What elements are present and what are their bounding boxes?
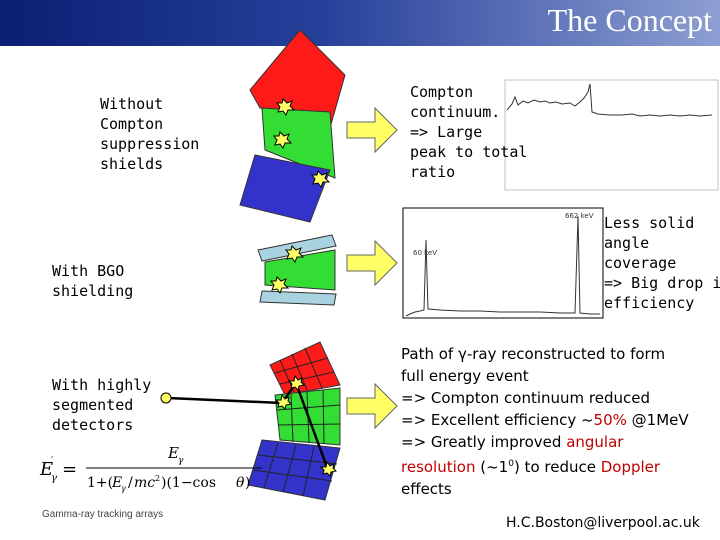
text-line: Compton	[410, 83, 474, 101]
text-line: effects	[401, 480, 452, 498]
spectrum-plot-1	[504, 79, 719, 191]
text-line: ratio	[410, 163, 456, 181]
doppler-highlight: Doppler	[600, 458, 661, 476]
blue-detector	[239, 154, 331, 223]
compton-formula: E γ ′ = E γ 1+( E γ / mc 2 )(1−cos θ )	[39, 444, 262, 493]
green-detector	[261, 107, 336, 179]
text-line: => Large	[410, 123, 483, 141]
label-line: With highly	[52, 376, 152, 394]
label-line: With BGO	[52, 262, 125, 280]
interaction-icon	[287, 374, 306, 391]
label-line: detectors	[52, 416, 134, 434]
text-line: efficiency	[604, 294, 695, 312]
svg-text:γ: γ	[51, 473, 57, 484]
text-line: resolution (~10) to reduce Doppler	[401, 453, 689, 478]
text-line: => Compton continuum reduced	[401, 389, 650, 407]
arrow-icon	[346, 239, 398, 287]
text-fragment: ) to reduce	[513, 458, 601, 476]
svg-text:1+(: 1+(	[87, 475, 113, 491]
page-title: The Concept	[547, 2, 712, 38]
text-line: continuum.	[410, 103, 501, 121]
svg-text:/: /	[128, 475, 133, 491]
label-line: Compton	[100, 115, 164, 133]
blue-detector	[247, 439, 341, 501]
text-line: Path of γ-ray reconstructed to form	[401, 345, 666, 363]
svg-text:mc: mc	[134, 475, 155, 491]
label-line: Without	[100, 95, 164, 113]
label-line: shielding	[52, 282, 134, 300]
text-line: Less solid	[604, 214, 695, 232]
svg-text:′: ′	[51, 456, 54, 467]
svg-text:E: E	[167, 444, 179, 462]
label-line: suppression	[100, 135, 200, 153]
footer-label: Gamma-ray tracking arrays	[42, 509, 164, 520]
svg-text:γ: γ	[178, 456, 184, 466]
bgo-shield	[257, 234, 337, 262]
interaction-icon	[276, 98, 296, 117]
interaction-icon	[270, 276, 290, 295]
label-line: segmented	[52, 396, 134, 414]
label-segmented: With highly segmented detectors	[52, 375, 151, 435]
interaction-icon	[274, 393, 293, 410]
text-fragment: => Excellent efficiency ~	[401, 411, 594, 429]
header-bar: The Concept	[0, 0, 720, 46]
text-fragment: @1MeV	[626, 411, 689, 429]
bgo-shield	[259, 290, 337, 306]
red-detector	[269, 341, 341, 396]
text-fragment: => Greatly improved	[401, 433, 567, 451]
interaction-icon	[311, 170, 331, 189]
label-line: shields	[100, 155, 164, 173]
spectrum-plot-2	[402, 207, 604, 319]
svg-text:θ: θ	[236, 475, 245, 491]
svg-text:)(1−cos: )(1−cos	[161, 475, 216, 491]
solid-angle-text: Less solid angle coverage => Big drop in…	[604, 213, 720, 313]
text-line: => Excellent efficiency ~50% @1MeV	[401, 409, 689, 431]
tracking-text: Path of γ-ray reconstructed to form full…	[401, 343, 689, 500]
degree-superscript: 0	[508, 459, 514, 469]
arrow-icon	[346, 106, 398, 154]
compton-text: Compton continuum. => Large peak to tota…	[410, 82, 527, 182]
svg-text:E: E	[111, 475, 122, 491]
spectrum-label-peak: 662 keV	[565, 212, 594, 220]
text-line: peak to total	[410, 143, 528, 161]
gamma-path	[167, 396, 283, 405]
interaction-icon	[319, 460, 338, 477]
author-email: H.C.Boston@liverpool.ac.uk	[506, 515, 700, 531]
resolution-highlight: resolution	[401, 458, 476, 476]
svg-text:=: =	[62, 459, 77, 480]
text-line: full energy event	[401, 367, 529, 385]
svg-text:γ: γ	[121, 484, 126, 493]
segmentation-grid	[252, 347, 341, 497]
efficiency-highlight: 50%	[593, 411, 627, 429]
text-line: coverage	[604, 254, 677, 272]
angular-highlight: angular	[566, 433, 624, 451]
label-bgo: With BGO shielding	[52, 261, 133, 301]
svg-text:E: E	[39, 459, 53, 480]
text-fragment: (~1	[475, 458, 509, 476]
interaction-icon	[285, 245, 305, 264]
text-line: => Big drop in	[604, 274, 720, 292]
text-line: angle	[604, 234, 650, 252]
text-line: => Greatly improved angular	[401, 431, 689, 453]
interaction-icon	[273, 131, 293, 150]
gamma-path	[294, 382, 330, 471]
svg-text:): )	[245, 475, 250, 491]
svg-text:2: 2	[155, 474, 160, 483]
label-no-shield: Without Compton suppression shields	[100, 94, 199, 174]
arrow-icon	[346, 382, 398, 430]
source-icon	[160, 392, 172, 404]
spectrum-label-line: 60 keV	[413, 249, 438, 257]
red-detector	[249, 29, 346, 129]
